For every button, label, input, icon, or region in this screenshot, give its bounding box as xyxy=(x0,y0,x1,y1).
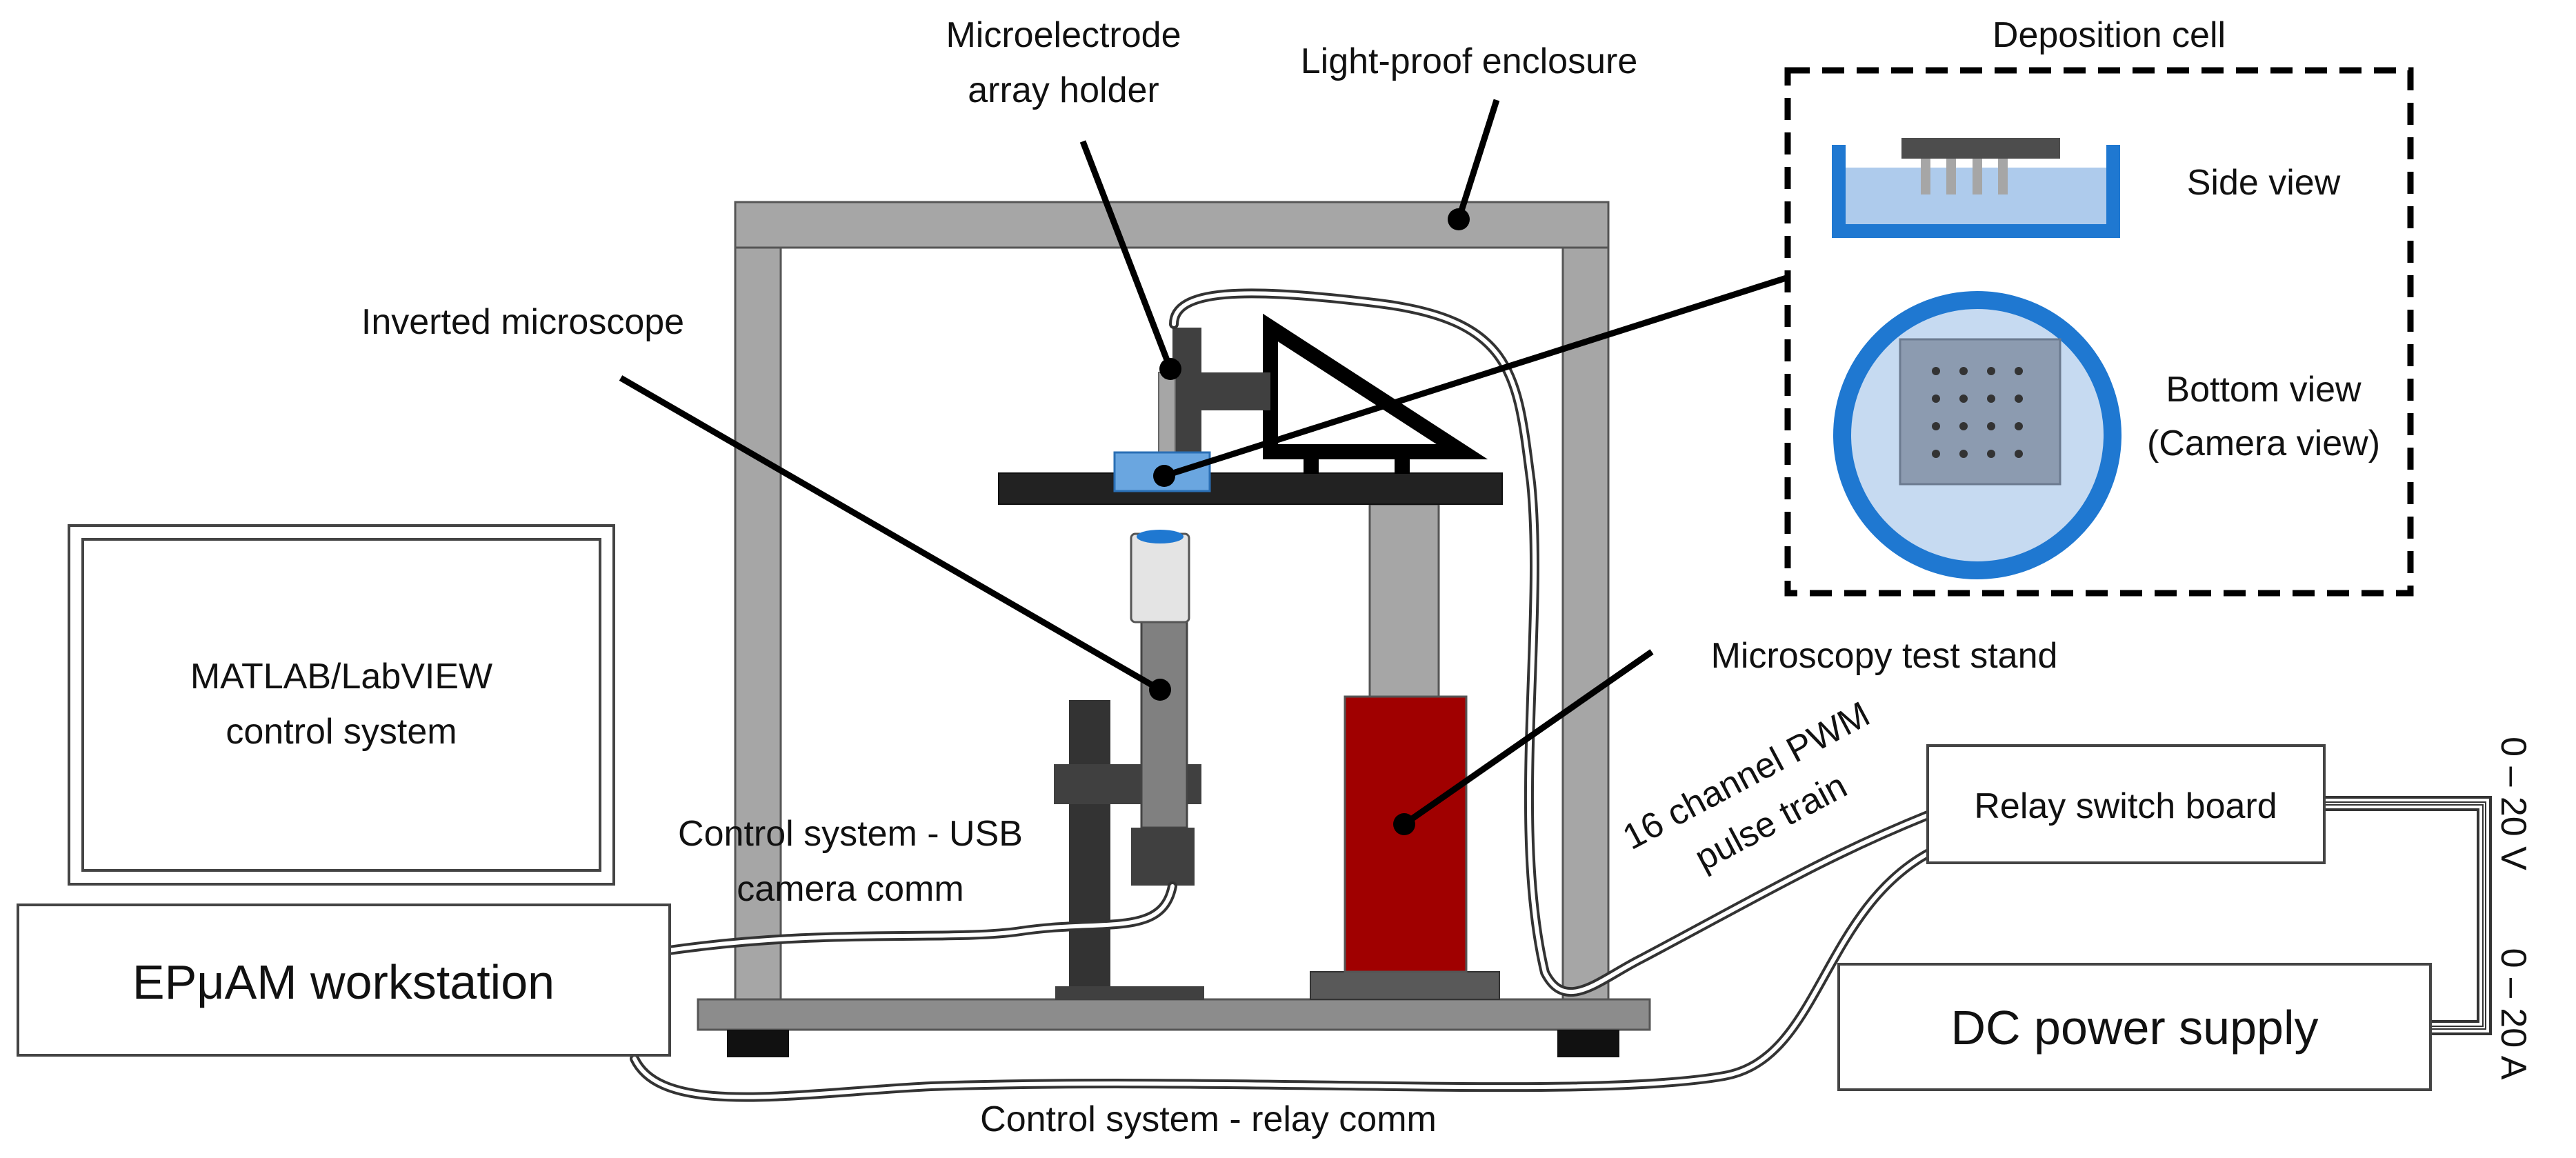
side-view-container xyxy=(1832,145,2120,238)
electrode-grid xyxy=(1932,367,2023,458)
enclosure-right-post xyxy=(1561,246,1610,1002)
leader-enclosure xyxy=(1455,99,1500,221)
relay-comm-label: Control system - relay comm xyxy=(980,1099,1437,1139)
test-stand-label: Microscopy test stand xyxy=(1711,636,2058,676)
control-system-label-line2: control system xyxy=(226,712,457,752)
relay-board-frame xyxy=(1926,744,2326,864)
enclosure-label: Light-proof enclosure xyxy=(1301,41,1638,81)
microscope-camera xyxy=(1131,828,1195,886)
current-label: 0 – 20 A xyxy=(2493,948,2533,1080)
holder-rod xyxy=(1158,372,1176,459)
mea-holder-label-line2: array holder xyxy=(968,70,1159,110)
leader-deposition-cell xyxy=(1163,274,1788,479)
dc-power-supply: DC power supply xyxy=(1837,963,2432,1091)
microscope-base xyxy=(1055,986,1204,1000)
voltage-label-group: 0 – 20 V xyxy=(2493,737,2533,870)
bottom-view-illustration xyxy=(1833,291,2121,579)
workstation-label: EPμAM workstation xyxy=(132,955,555,1009)
bottom-view-chip xyxy=(1899,338,2061,486)
control-system-monitor: MATLAB/LabVIEW control system xyxy=(68,524,615,886)
leader-lines xyxy=(619,99,1788,835)
workstation-frame xyxy=(17,904,671,1057)
usb-camera-label-line2: camera comm xyxy=(737,869,963,909)
enclosure-top-beam xyxy=(734,201,1610,249)
holder-bracket-leg-left xyxy=(1304,452,1319,474)
enclosure-left-post xyxy=(734,246,782,1002)
holder-bracket-leg-right xyxy=(1395,452,1410,474)
control-system-label-line1: MATLAB/LabVIEW xyxy=(190,657,492,697)
stand-base xyxy=(1310,971,1500,1000)
side-view-chip xyxy=(1901,138,2060,159)
stage-platform xyxy=(998,472,1503,505)
bottom-view-label-line1: Bottom view xyxy=(2166,370,2362,410)
voltage-label: 0 – 20 V xyxy=(2493,737,2533,870)
bottom-view-label-line2: (Camera view) xyxy=(2147,423,2380,463)
inverted-microscope-label: Inverted microscope xyxy=(361,302,684,342)
base-plate xyxy=(697,998,1651,1031)
microscopy-test-stand xyxy=(998,472,1503,1000)
mea-holder xyxy=(1113,313,1488,492)
holder-clamp xyxy=(1172,328,1201,455)
side-view-illustration xyxy=(1832,138,2120,238)
objective-lens xyxy=(1137,530,1184,543)
microscope-objective xyxy=(1130,532,1190,623)
deposition-cell-title: Deposition cell xyxy=(1993,15,2226,55)
stand-gray-column xyxy=(1368,503,1440,698)
relay-switch-board: Relay switch board xyxy=(1926,744,2326,864)
mea-holder-label-line1: Microelectrode xyxy=(946,15,1181,55)
dc-supply-frame xyxy=(1837,963,2432,1091)
base-foot-right xyxy=(1557,1030,1619,1057)
dc-supply-label: DC power supply xyxy=(1951,1001,2319,1055)
base-foot-left xyxy=(727,1030,789,1057)
microscope-post xyxy=(1069,700,1110,986)
inverted-microscope xyxy=(1054,530,1204,1000)
microscope-tube xyxy=(1140,621,1188,829)
pwm-label-group: 16 channel PWM pulse train xyxy=(1617,694,1877,879)
current-label-group: 0 – 20 A xyxy=(2493,948,2533,1080)
workstation-box: EPμAM workstation xyxy=(17,904,671,1057)
leader-inverted-microscope xyxy=(619,375,1162,692)
leader-test-stand xyxy=(1402,649,1654,827)
usb-camera-label-line1: Control system - USB xyxy=(678,814,1023,854)
deposition-cell-dashed-box xyxy=(1784,67,2414,597)
cables xyxy=(630,288,2492,1102)
relay-board-label: Relay switch board xyxy=(1974,786,2277,826)
holder-arm xyxy=(1200,372,1270,410)
light-proof-enclosure xyxy=(697,201,1651,1057)
side-view-label: Side view xyxy=(2187,163,2341,203)
deposition-cell-inset: Deposition cell Side view Bottom view (C… xyxy=(1784,15,2414,597)
leader-mea-holder xyxy=(1079,140,1174,370)
monitor-inner-screen xyxy=(81,538,601,872)
